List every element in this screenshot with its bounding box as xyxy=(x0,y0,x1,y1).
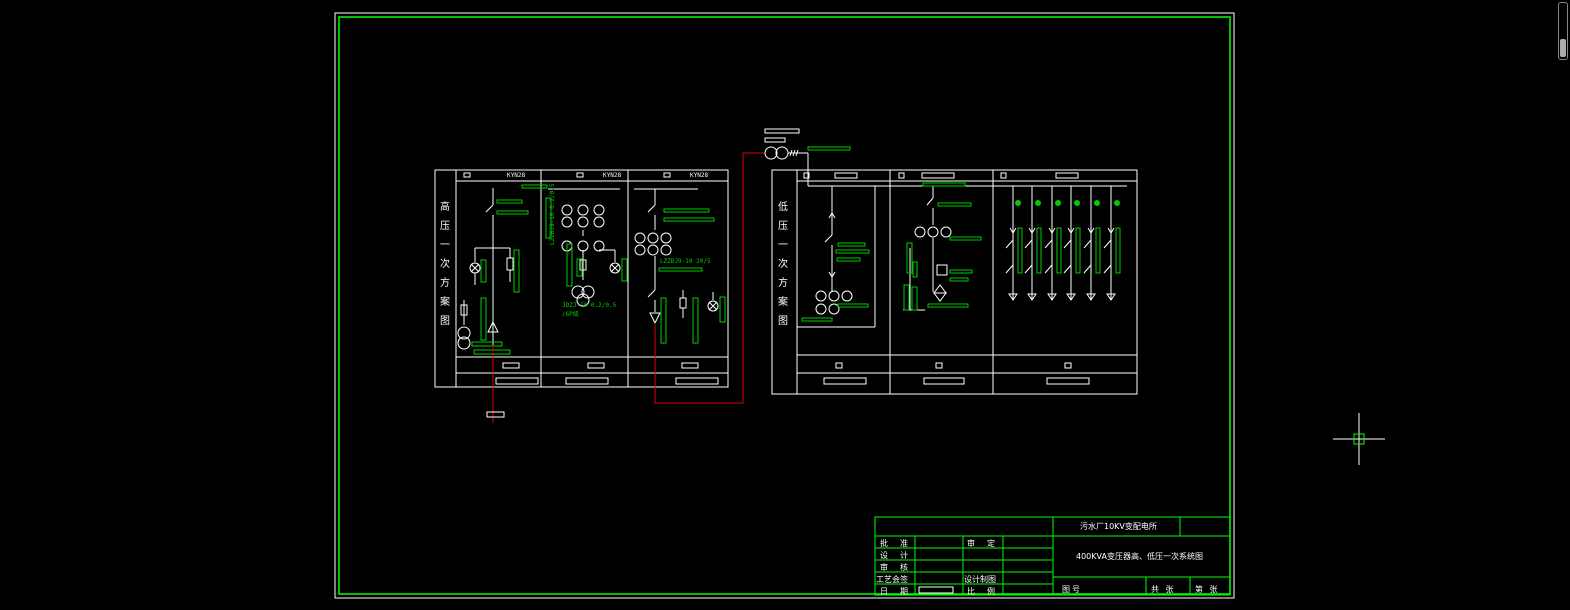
tb-row-date: 日 期 xyxy=(880,587,910,596)
hv-cabinet-tag-2: KYN28 xyxy=(603,172,621,179)
drawing-title: 400KVA变压器高、低压一次系统图 xyxy=(1076,552,1203,561)
title-block xyxy=(874,516,1231,596)
ct-model-label-2: LZZBJ9-10 20/5 xyxy=(660,258,711,265)
tb-row-approve: 批 准 xyxy=(880,539,910,548)
incoming-feeder-line xyxy=(492,152,765,423)
project-name: 污水厂10KV变配电所 xyxy=(1080,522,1157,531)
hv-label-char: 高 xyxy=(440,202,450,213)
tb-row-design: 设 计 xyxy=(880,551,910,560)
hv-equipment-text: JDZJ-10 0.2/0.5 /6P级 LZZBJ9-10 20/5 LZZB… xyxy=(549,183,711,318)
lv-label-char: 方 xyxy=(778,278,788,289)
hv-label-char: 次 xyxy=(440,259,450,270)
lv-label-char: 次 xyxy=(778,259,788,270)
lv-vertical-label: 低 压 一 次 方 案 图 xyxy=(777,198,789,331)
outer-frame xyxy=(334,12,1235,599)
hv-label-char: 一 xyxy=(440,240,450,251)
hv-cabinet-tag-1: KYN28 xyxy=(507,172,525,179)
hv-label-char: 压 xyxy=(440,221,450,232)
pt-model-label: JDZJ-10 0.2/0.5 xyxy=(562,302,617,309)
hv-label-char: 案 xyxy=(440,297,450,308)
inner-frame xyxy=(338,16,1231,595)
pt-class-label: /6P级 xyxy=(562,310,579,318)
tb-row-review: 审 核 xyxy=(880,563,910,572)
ct-model-label-1: LZZBJ9-10 0.2/0.5 xyxy=(549,183,556,245)
tb-row-process: 工艺会签 xyxy=(876,575,908,584)
hv-cabinet-tag-3: KYN28 xyxy=(690,172,708,179)
crosshair-cursor[interactable] xyxy=(1333,413,1385,465)
hv-cabinet-tags: KYN28 KYN28 KYN28 xyxy=(507,172,708,179)
transformer-symbol xyxy=(764,128,809,186)
hv-green-tags xyxy=(471,146,851,355)
lv-label-char: 一 xyxy=(778,240,788,251)
lv-label-char: 压 xyxy=(778,221,788,232)
drawing-number: 图号 xyxy=(1062,585,1082,594)
zoom-scrollbar-thumb[interactable] xyxy=(1560,39,1566,57)
hv-panel-group xyxy=(434,169,729,388)
zoom-scrollbar[interactable] xyxy=(1558,2,1568,60)
hv-label-char: 方 xyxy=(440,278,450,289)
lv-green-tags xyxy=(801,182,1121,322)
date-field-box xyxy=(918,586,954,594)
lv-label-char: 图 xyxy=(778,316,788,327)
lv-label-char: 案 xyxy=(778,297,788,308)
lv-panel-group xyxy=(771,169,1138,395)
hv-label-char: 图 xyxy=(440,316,450,327)
hv-vertical-label: 高 压 一 次 方 案 图 xyxy=(439,198,451,331)
sheets-total: 共 张 xyxy=(1151,585,1176,594)
tb-row-scale: 比 例 xyxy=(967,587,997,596)
tb-row-check: 审 定 xyxy=(967,539,997,548)
incoming-cable-box xyxy=(486,411,505,418)
tb-row-drafting: 设计制图 xyxy=(964,575,996,584)
sheet-number: 第 张 xyxy=(1195,585,1220,594)
lv-indicator-lamps xyxy=(1015,200,1120,206)
lv-label-char: 低 xyxy=(778,202,788,213)
